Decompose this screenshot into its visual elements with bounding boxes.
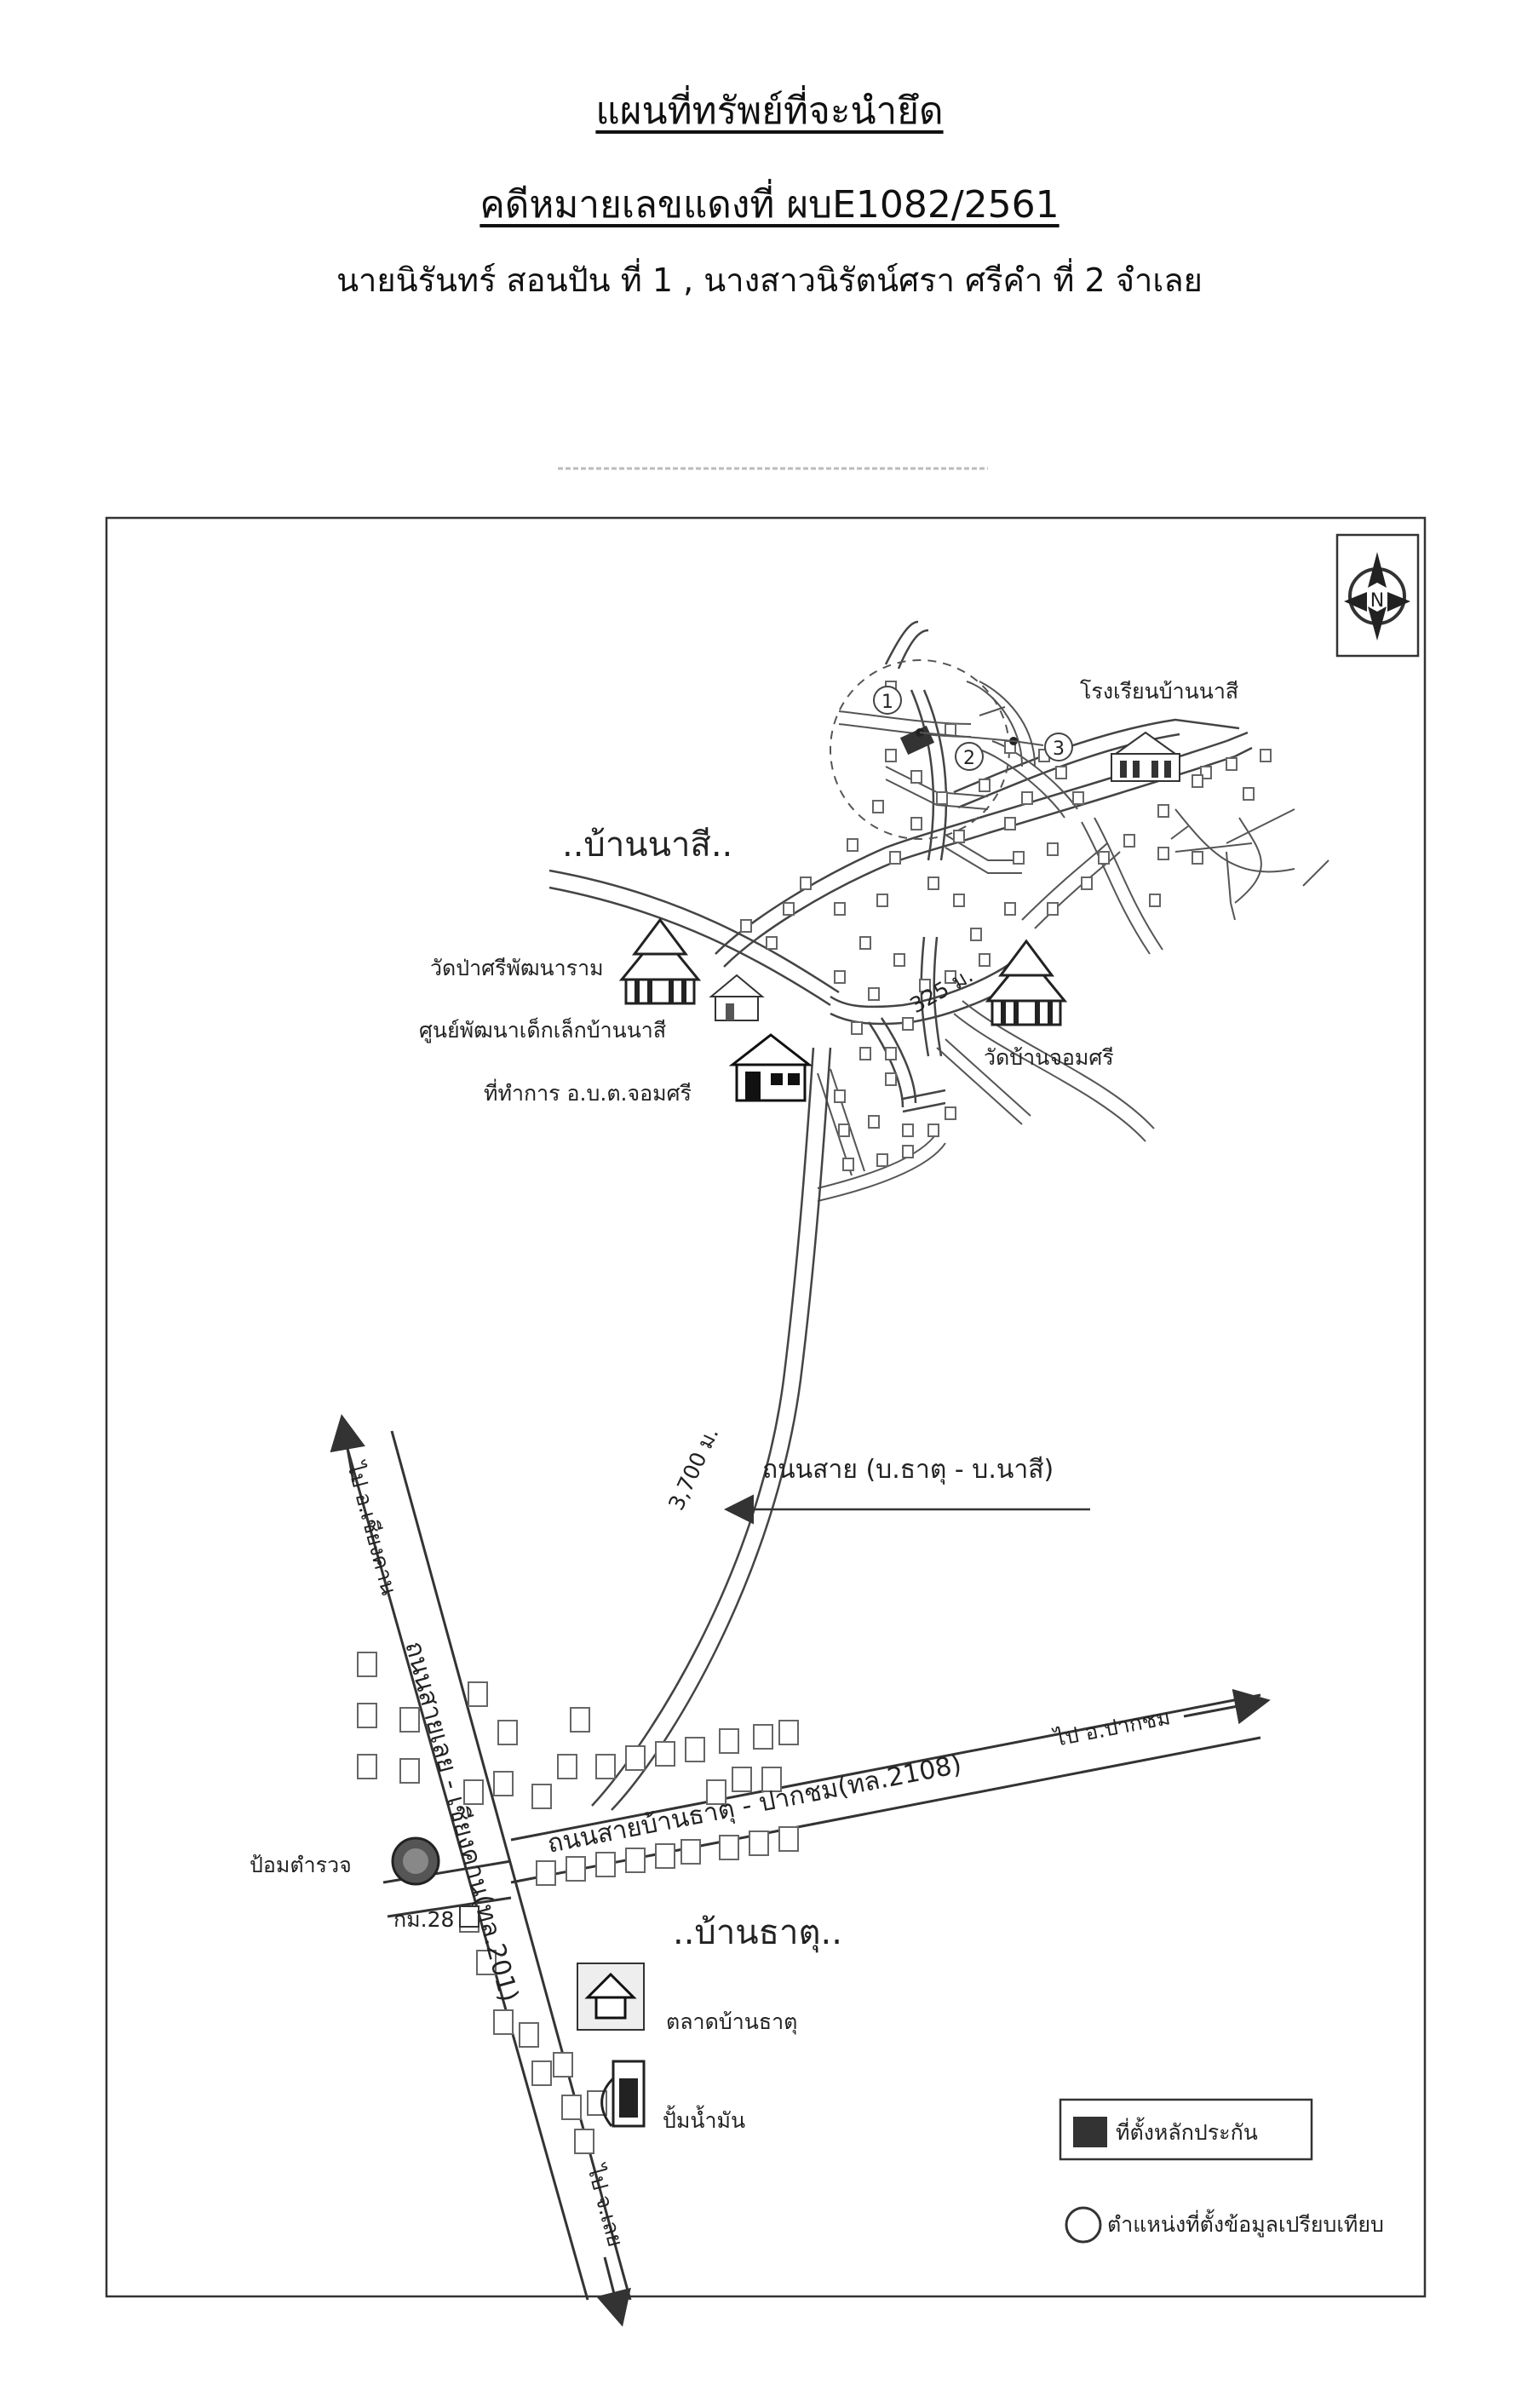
comparison-marker-3: 3 [1044,733,1073,761]
road-label-loei-chiangkhan: ถนนสายเลย - เชียงคาน(ทล.201) [399,1638,524,2005]
legend-collateral: ที่ตั้งหลักประกัน [1059,2098,1313,2161]
sao-office-icon [728,1033,813,1102]
km-marker-label: กม.28 [393,1907,454,1932]
road-label-that-nasi: ถนนสาย (บ.ธาตุ - บ.นาสี) [762,1455,1054,1486]
arrow-to-loei [596,2256,631,2327]
svg-text:2: 2 [963,748,975,769]
ban-that-houses [357,1652,799,2154]
wat-pa-label: วัดป่าศรีพัฒนาราม [430,956,604,980]
gas-station-label: ปั้มน้ำมัน [663,2105,745,2133]
wat-chomsri-label: วัดบ้านจอมศรี [984,1045,1114,1070]
distance-label-325m: 325 ม. [906,963,978,1018]
road-label-to-chiangkhan: ไป อ.เชียงคาน [342,1458,402,1598]
svg-text:3: 3 [1053,738,1065,760]
village-houses [740,681,1272,1171]
collateral-plot-marker [899,725,1044,756]
arrow-to-pakchom [1183,1688,1271,1725]
child-center-icon [709,974,765,1021]
comparison-marker-2: 2 [955,742,984,771]
comparison-marker-1: 1 [873,686,902,715]
map-frame-border [105,516,1427,2298]
km-marker-box [459,1905,480,1928]
road-label-to-loei: ไป จ.เลย [583,2161,629,2250]
market-label: ตลาดบ้านธาตุ [666,2009,797,2035]
parties-line: นายนิรันทร์ สอนปัน ที่ 1 , นางสาวนิรัตน์… [336,261,1203,299]
comparison-radius-circle [830,659,1010,840]
police-box-icon [391,1836,440,1886]
gas-station-icon [600,2060,646,2128]
road-label-to-pakchom: ไป อ.ปากชม [1051,1704,1173,1751]
police-box-label: ป้อมตำรวจ [250,1853,352,1877]
temple-icon-wat-chomsri [985,939,1068,1026]
temple-icon-wat-pa [618,917,702,1005]
arrow-to-chiangkhan [330,1414,365,1483]
svg-text:1: 1 [881,692,893,713]
compass-rose-icon: N [1335,533,1420,658]
svg-text:ตำแหน่งที่ตั้งข้อมูลเปรียบเทีย: ตำแหน่งที่ตั้งข้อมูลเปรียบเทียบ [1107,2209,1384,2238]
case-number: คดีหมายเลขแดงที่ ผบE1082/2561 [480,183,1059,227]
market-icon [577,1963,645,2031]
compass-n-label: N [1370,590,1384,612]
legend-comparison: ตำแหน่งที่ตั้งข้อมูลเปรียบเทียบ [1065,2206,1384,2244]
ban-that-road-network [343,1430,1261,2301]
school-icon [1111,731,1180,782]
svg-text:ที่ตั้งหลักประกัน: ที่ตั้งหลักประกัน [1116,2117,1258,2145]
child-center-label: ศูนย์พัฒนาเด็กเล็กบ้านนาสี [419,1017,666,1043]
map-title: แผนที่ทรัพย์ที่จะนำยึด [595,89,944,133]
village-label-ban-that: ..บ้านธาตุ.. [673,1913,842,1953]
sao-office-label: ที่ทำการ อ.บ.ต.จอมศรี [484,1078,692,1106]
distance-label-3700m: 3,700 ม. [663,1423,723,1514]
school-label: โรงเรียนบ้านนาสี [1080,679,1238,704]
village-label-ban-na-si: ..บ้านนาสี.. [562,825,732,865]
